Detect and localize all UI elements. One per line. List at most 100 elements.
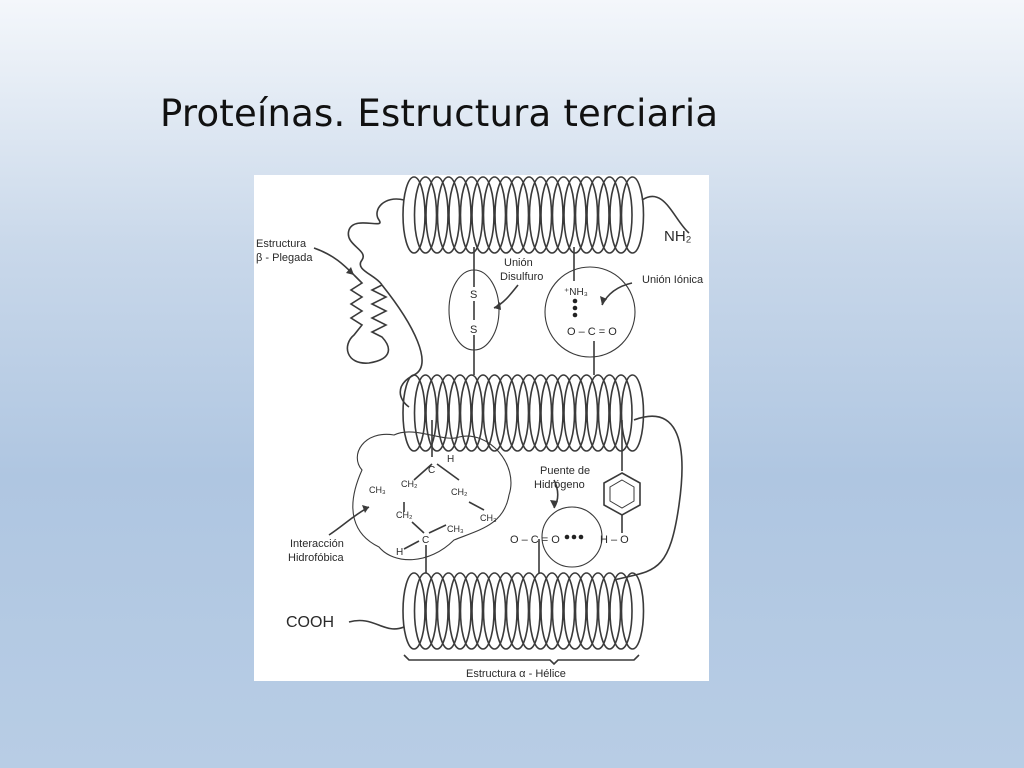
helix-coil [620,176,645,254]
ionic-bond-label: Unión Iónica [642,274,704,286]
helix-coil [482,176,507,254]
helix-coil [528,176,553,254]
alpha-helix-middle [402,374,645,452]
helix-coil [436,374,461,452]
helix-coil [482,572,507,650]
hydrogen-bond-circle [541,506,603,568]
alpha-helix-bracket [403,654,640,666]
helix-coil [586,176,610,254]
hydrogen-bridge-label-1: Puente de [540,465,590,477]
phenol-ring [603,472,641,516]
helix-coil [597,176,622,254]
beta-structure-label-2: β - Plegada [256,252,313,264]
helix-coil [494,374,518,452]
helix-coil [425,374,449,452]
ch3-c-label: CH₃ [447,524,464,534]
helix-coil [574,572,599,650]
helix-coil [448,374,472,452]
helix-coil [402,176,426,254]
disulfide-label-2: Disulfuro [500,271,543,283]
helix-coil [563,374,587,452]
helix-coil [436,176,461,254]
helix-coil [425,572,449,650]
helix-coil [413,374,438,452]
helix-coil [413,176,438,254]
helix-coil [459,572,484,650]
ch3-a-label: CH₃ [369,485,386,495]
hydroxyl-label: H – O [600,534,629,546]
helix-coil [459,176,484,254]
helix-coil [574,176,599,254]
helix-coil [551,374,576,452]
backbone-chain [346,198,405,364]
backbone-connector-right [613,415,683,581]
backbone-to-mid [381,284,423,408]
helix-coil [471,176,495,254]
helix-coil [540,176,564,254]
hydrophobic-label-2: Hidrofóbica [288,552,345,564]
nh2-tail [641,195,690,234]
helix-coil [448,176,472,254]
helix-coil [528,572,553,650]
helix-coil [609,374,633,452]
ammonium-label: ⁺NH₃ [564,287,588,298]
hydrogen-bridge-label-2: Hidrógeno [534,479,585,491]
helix-coil [517,176,541,254]
helix-coil [517,572,541,650]
helix-coil [586,572,610,650]
helix-coil [574,374,599,452]
helix-coil [528,374,553,452]
hydrophobic-blob [352,431,512,561]
sulfur-bottom: S [470,324,477,336]
helix-coil [597,572,622,650]
c-bottom-label: C [422,535,429,546]
hydrophobic-label-1: Interacción [290,538,344,550]
ionic-bond-circle [544,266,636,358]
helix-coil [448,572,472,650]
helix-coil [402,572,426,650]
helix-coil [494,572,518,650]
h-top-label: H [447,454,454,465]
c-top-label: C [428,465,435,476]
cooh-label: COOH [286,614,334,631]
helix-coil [436,572,461,650]
alpha-helix-label: Estructura α - Hélice [466,668,566,680]
protein-tertiary-structure-figure: Estructura β - Plegada NH₂ Unión Disulfu… [254,175,709,681]
helix-coil [620,572,645,650]
alpha-helix-bottom [402,572,645,650]
helix-coil [609,176,633,254]
h-bottom-label: H [396,547,403,558]
helix-coil [505,176,530,254]
helix-coil [505,374,530,452]
helix-coil [505,572,530,650]
helix-coil [425,176,449,254]
helix-coil [551,176,576,254]
helix-coil [540,374,564,452]
cooh-tail [348,619,405,630]
helix-coil [620,374,645,452]
helix-coil [471,572,495,650]
protein-diagram: Estructura β - Plegada NH₂ Unión Disulfu… [256,176,704,680]
ch2-b-label: CH₂ [451,487,468,497]
carboxylate-label: O – C = O [567,326,617,338]
helix-coil [597,374,622,452]
helix-coil [471,374,495,452]
disulfide-label-1: Unión [504,257,533,269]
helix-coil [517,374,541,452]
helix-coil [586,374,610,452]
helix-coil [482,374,507,452]
helix-coil [459,374,484,452]
carbonyl-label: O – C = O [510,534,560,546]
helix-coil [609,572,633,650]
helix-coil [540,572,564,650]
beta-structure-label-1: Estructura [256,238,307,250]
nh2-label: NH₂ [664,228,692,245]
alpha-helix-top [402,176,645,254]
helix-coil [551,572,576,650]
ch2-a-label: CH₂ [401,479,418,489]
helix-coil [563,572,587,650]
ch2-c-label: CH₂ [396,510,413,520]
sulfur-top: S [470,289,477,301]
ch3-b-label: CH₃ [480,513,497,523]
helix-coil [563,176,587,254]
